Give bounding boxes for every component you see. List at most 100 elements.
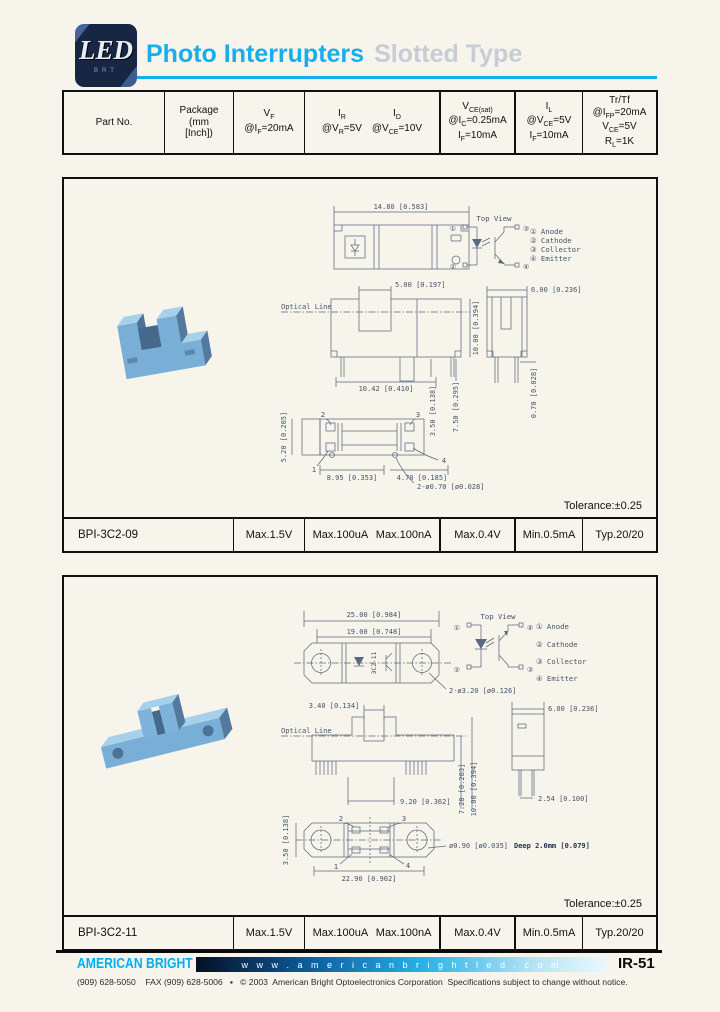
dim-label: 22.90 [0.902] (342, 875, 397, 883)
ir-value: Max.100uA (312, 927, 369, 939)
col-vf-label: VF@IF=20mA (244, 108, 294, 136)
col-ir-id: IR@VR=5V ID@VCE=10V (305, 92, 441, 153)
vce-sat-value: Max.0.4V (441, 519, 516, 551)
dim-label: 0.70 [0.028] (530, 368, 538, 419)
il-value: Min.0.5mA (516, 917, 583, 949)
tolerance-note: Tolerance:±0.25 (563, 898, 642, 910)
front-top-view: 14.80 [0.583] (333, 203, 470, 270)
dim-label: 5.00 [0.197] (395, 281, 446, 289)
footer-rule (56, 950, 662, 953)
dim-label: 2-ø0.70 [ø0.028] (417, 483, 484, 491)
pin-legend-emitter: ④ Emitter (536, 674, 578, 683)
technical-drawing-bpi-3c2-09: 14.80 [0.583] Top View ① ② ③ (280, 203, 582, 491)
pin-number: 4 (442, 456, 447, 465)
pin-legend-cathode: ② Cathode (530, 236, 572, 245)
schem-pin-4: ④ (527, 624, 533, 632)
vf-value: Max.1.5V (234, 917, 305, 949)
circuit-schematic: Top View ① ② ③ ④ (450, 214, 530, 271)
id-value: Max.100nA (375, 529, 432, 541)
top-outline-view: 25.00 [0.984] 19.00 [0.748] 3C2-11 2-ø3.… (294, 611, 516, 695)
footer-contact-line: (909) 628-5050 FAX (909) 628-5006 ▪ © 20… (77, 977, 628, 987)
bottom-view: 2 3 1 4 3.50 [0.138] 22.90 [0.902] ø0.90… (282, 814, 590, 883)
page-title: Photo Interrupters (146, 40, 365, 68)
product-section-bpi-3c2-11: 25.00 [0.984] 19.00 [0.748] 3C2-11 2-ø3.… (62, 575, 658, 951)
dim-label: 3.40 [0.134] (309, 702, 360, 710)
circuit-schematic: Top View ① ② ④ ③ (454, 612, 534, 674)
dim-label: 14.80 [0.583] (374, 203, 429, 211)
dim-label: 8.95 [0.353] (327, 474, 378, 482)
front-view: 5.00 [0.197] Optical Line 10.00 [0.394] … (281, 281, 480, 436)
dim-label: 2.54 [0.100] (538, 795, 589, 803)
dim-label: 19.00 [0.748] (347, 628, 402, 636)
dim-label: 3.50 [0.138] (282, 815, 290, 866)
schem-pin-1: ① (450, 225, 456, 233)
part-marking: 3C2-11 (371, 651, 378, 674)
schem-pin-1: ① (454, 624, 460, 632)
col-part-no: Part No. (64, 92, 165, 153)
pin-legend-collector: ③ Collector (530, 245, 581, 254)
footer-brand: AMERICAN BRIGHT (77, 956, 193, 972)
bottom-view: 2 3 1 4 5.20 [0.205] 8.95 [0.353] 4.70 [… (280, 410, 484, 491)
side-view: 6.00 [0.236] 2.54 [0.100] (511, 702, 599, 803)
pin-number: 1 (334, 862, 338, 871)
pin-legend-anode: ① Anode (536, 622, 569, 631)
pin-legend: ① Anode ② Cathode ③ Collector ④ Emitter (536, 622, 587, 683)
pin-legend-collector: ③ Collector (536, 657, 587, 666)
footer-url-bar: w w w . a m e r i c a n b r i g h t l e … (196, 957, 607, 972)
pin-number: 1 (312, 465, 316, 474)
dim-label: 10.00 [0.394] (470, 762, 478, 817)
page-header: Photo Interrupters Slotted Type (146, 40, 522, 69)
footer-url[interactable]: w w w . a m e r i c a n b r i g h t l e … (241, 959, 562, 970)
dim-label: 6.00 [0.236] (548, 705, 599, 713)
part-number: BPI-3C2-09 (64, 519, 234, 551)
schem-pin-3: ③ (527, 666, 533, 674)
tr-tf-value: Typ.20/20 (595, 927, 644, 939)
optical-line-label: Optical Line (281, 303, 332, 311)
col-ir-label: IR@VR=5V (321, 108, 362, 136)
page-subtitle: Slotted Type (374, 40, 523, 68)
title-underline (137, 76, 657, 79)
pin-legend-cathode: ② Cathode (536, 640, 578, 649)
dim-label: Deep 2.0mm [0.079] (514, 842, 590, 850)
pin-legend-anode: ① Anode (530, 227, 563, 236)
spec-header-table: Part No. Package(mm[Inch]) VF@IF=20mA IR… (62, 90, 658, 155)
product-photo-bpi-3c2-11 (100, 693, 233, 769)
technical-drawing-bpi-3c2-11: 25.00 [0.984] 19.00 [0.748] 3C2-11 2-ø3.… (281, 611, 599, 883)
brand-logo: LED BRT (75, 24, 137, 87)
dim-label: 7.20 [0.283] (458, 764, 466, 815)
dim-label: 2-ø3.20 [ø0.126] (449, 687, 516, 695)
side-view: 6.00 [0.236] 0.70 [0.028] (486, 286, 582, 419)
product-section-bpi-3c2-09: 14.80 [0.583] Top View ① ② ③ (62, 177, 658, 553)
pin-number: 4 (406, 861, 411, 870)
dim-label: 3.50 [0.138] (429, 386, 437, 437)
drawing-area-1: 14.80 [0.583] Top View ① ② ③ (64, 179, 656, 517)
il-value: Min.0.5mA (516, 519, 583, 551)
front-view: 3.40 [0.134] Optical Line 7.20 [0.283] 1… (281, 702, 478, 816)
part-number: BPI-3C2-11 (64, 917, 234, 949)
tr-tf-value: Typ.20/20 (595, 529, 644, 541)
id-value: Max.100nA (375, 927, 432, 939)
col-vf: VF@IF=20mA (234, 92, 305, 153)
pin-legend-emitter: ④ Emitter (530, 254, 572, 263)
schem-pin-2: ② (450, 263, 456, 271)
drawing-area-2: 25.00 [0.984] 19.00 [0.748] 3C2-11 2-ø3.… (64, 577, 656, 915)
spec-row-bpi-3c2-09: BPI-3C2-09 Max.1.5V Max.100uA Max.100nA … (64, 517, 656, 551)
top-view-label: Top View (476, 214, 512, 223)
col-package: Package(mm[Inch]) (165, 92, 234, 153)
schem-pin-2: ② (454, 666, 460, 674)
dim-label: ø0.90 [ø0.035] (449, 842, 508, 850)
pin-legend: ① Anode ② Cathode ③ Collector ④ Emitter (530, 227, 581, 263)
product-photo-bpi-3c2-09 (117, 306, 212, 380)
pin-number: 3 (416, 410, 420, 419)
pin-number: 2 (321, 410, 325, 419)
ir-value: Max.100uA (312, 529, 369, 541)
schem-pin-4: ④ (523, 263, 529, 271)
dim-label: 25.00 [0.984] (347, 611, 402, 619)
page-number: IR-51 (618, 955, 655, 972)
